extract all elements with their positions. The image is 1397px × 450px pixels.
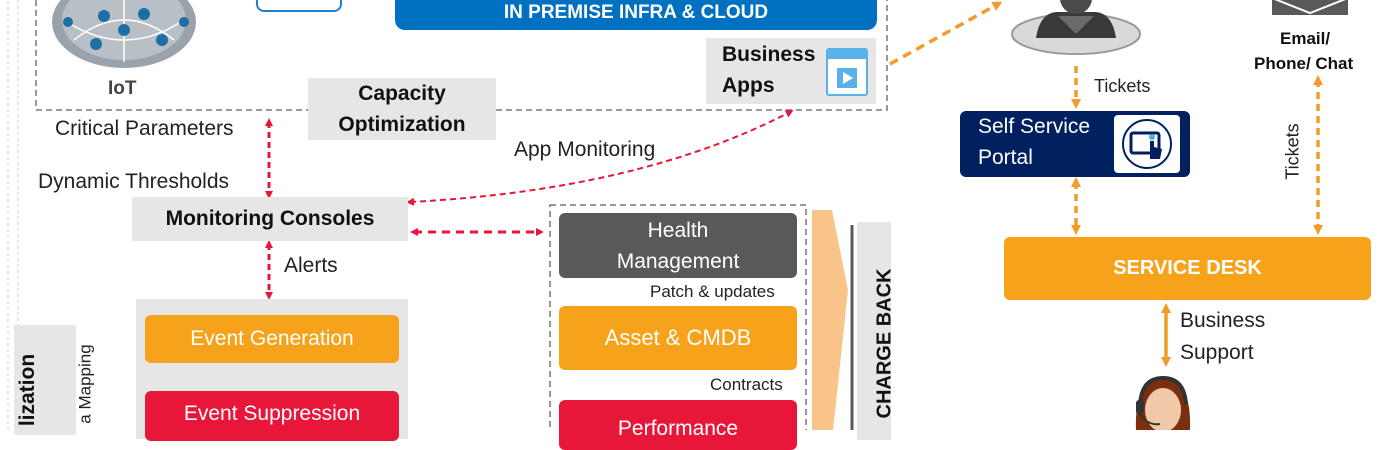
tickets-top-label: Tickets bbox=[1094, 76, 1151, 96]
app-window-icon bbox=[826, 48, 868, 96]
business-apps-line2: Apps bbox=[722, 74, 775, 97]
charge-back-label: CHARGE BACK bbox=[873, 268, 896, 419]
email-envelope-icon bbox=[1271, 0, 1349, 16]
email-line1: Email/ bbox=[1280, 29, 1331, 48]
health-line2: Management bbox=[616, 249, 740, 273]
email-line2: Phone/ Chat bbox=[1254, 54, 1354, 73]
health-management-box: Health Management bbox=[559, 213, 797, 278]
business-support-line2: Support bbox=[1180, 341, 1254, 364]
infra-dashed-border bbox=[35, 0, 888, 111]
event-suppression-label: Event Suppression bbox=[183, 402, 361, 425]
self-service-portal-box: Self Service Portal bbox=[960, 111, 1190, 177]
left-vertical-label-2: a Mapping bbox=[75, 344, 95, 424]
tickets-side-label: Tickets bbox=[1282, 123, 1303, 180]
user-group-icon bbox=[1006, 0, 1146, 58]
patch-updates-label: Patch & updates bbox=[650, 282, 775, 301]
infra-cloud-banner: IN PREMISE INFRA & CLOUD bbox=[395, 0, 877, 30]
event-suppression-box: Event Suppression bbox=[145, 391, 399, 441]
health-line1: Health bbox=[647, 218, 709, 242]
app-monitoring-label: App Monitoring bbox=[514, 138, 656, 161]
cloud-outline-icon bbox=[256, 0, 342, 12]
dynamic-thresholds-label: Dynamic Thresholds bbox=[38, 170, 230, 193]
capacity-line2: Optimization bbox=[338, 113, 466, 136]
support-agent-icon bbox=[1118, 370, 1208, 432]
charge-back-arrow bbox=[812, 210, 848, 430]
capacity-line1: Capacity bbox=[358, 82, 446, 105]
business-apps-box: Business Apps bbox=[706, 38, 876, 104]
self-service-line1: Self Service bbox=[978, 115, 1091, 138]
ops-dashed-border bbox=[549, 204, 807, 430]
business-support-line1: Business bbox=[1180, 309, 1266, 332]
event-generation-box: Event Generation bbox=[145, 315, 399, 363]
event-generation-label: Event Generation bbox=[190, 327, 354, 350]
charge-back-panel bbox=[857, 222, 891, 440]
iot-label: IoT bbox=[108, 78, 137, 99]
monitoring-consoles-box: Monitoring Consoles bbox=[132, 197, 408, 241]
left-side-panel bbox=[14, 325, 76, 435]
alerts-label: Alerts bbox=[284, 254, 338, 277]
contracts-label: Contracts bbox=[710, 375, 783, 394]
service-desk-label: SERVICE DESK bbox=[1113, 257, 1262, 279]
critical-parameters-label: Critical Parameters bbox=[55, 117, 234, 140]
infra-cloud-banner-text: IN PREMISE INFRA & CLOUD bbox=[503, 2, 769, 23]
monitoring-consoles-label: Monitoring Consoles bbox=[165, 207, 375, 230]
asset-cmdb-label: Asset & CMDB bbox=[604, 325, 752, 350]
iot-globe-icon bbox=[44, 0, 204, 72]
capacity-optimization-label: Capacity Optimization bbox=[308, 78, 496, 140]
left-vertical-label: lization bbox=[16, 353, 40, 427]
asset-cmdb-box: Asset & CMDB bbox=[559, 306, 797, 370]
performance-label: Performance bbox=[617, 417, 739, 440]
touch-screen-icon bbox=[1114, 115, 1180, 173]
business-apps-line1: Business bbox=[722, 43, 816, 66]
performance-box: Performance bbox=[559, 400, 797, 450]
connector-lines bbox=[7, 0, 1323, 430]
self-service-line2: Portal bbox=[978, 146, 1033, 169]
service-desk-box: SERVICE DESK bbox=[1004, 237, 1371, 300]
